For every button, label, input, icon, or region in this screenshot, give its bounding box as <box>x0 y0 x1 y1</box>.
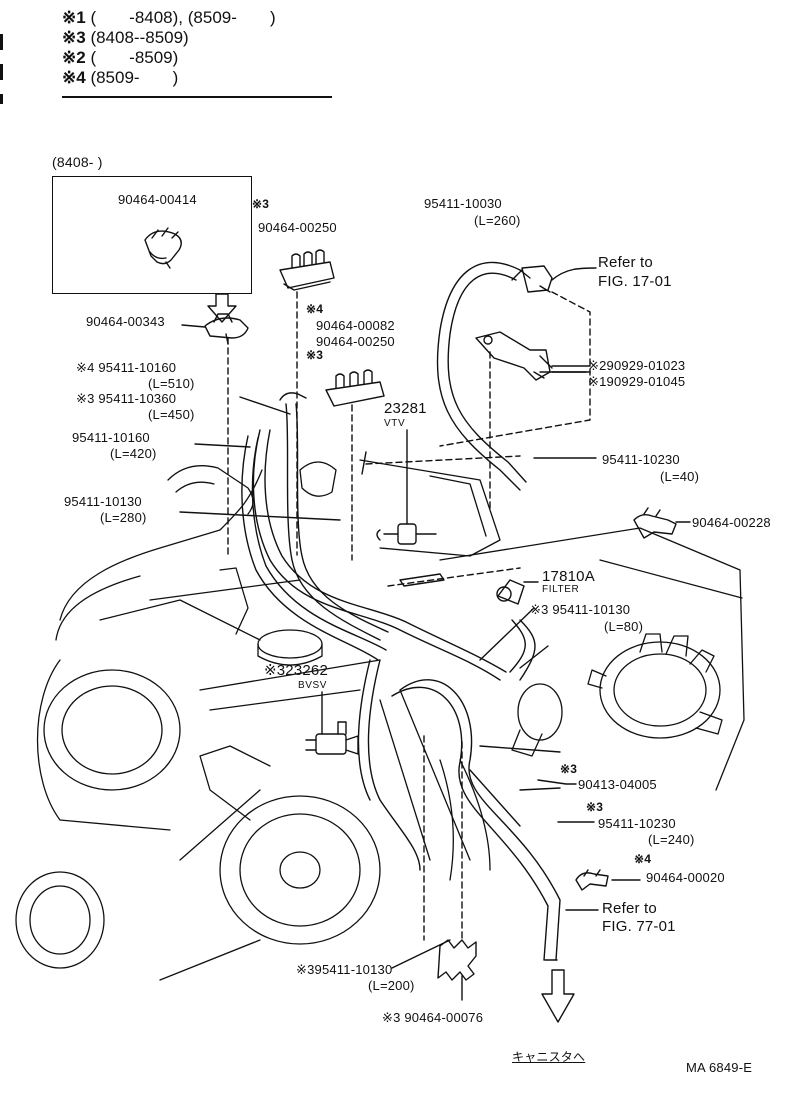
inset-box <box>52 176 252 294</box>
length-l510: (L=510) <box>148 376 195 391</box>
label-90413-04005: 90413-04005 <box>578 777 657 792</box>
inset-arrow-icon <box>207 293 237 323</box>
legend-row-4: ※4 (8509- ) <box>62 68 179 87</box>
filter-name: FILTER <box>542 584 580 595</box>
label-95411-10030: 95411-10030 <box>424 196 502 211</box>
length-l450: (L=450) <box>148 407 195 422</box>
inset-date-range: (8408- ) <box>52 154 103 170</box>
legend-row-1: ※1 ( -8408), (8509- ) <box>62 8 276 27</box>
hose-95411-10230-l240 <box>391 679 561 961</box>
label-90464-00082: 90464-00082 <box>316 318 395 333</box>
inset-part-number: 90464-00414 <box>118 192 197 207</box>
applicability-legend: ※1 ( -8408), (8509- ) ※3 (8408--8509) ※2… <box>62 8 276 88</box>
label-90464-00250-top: 90464-00250 <box>258 220 337 235</box>
connector-fig17-icon <box>521 265 553 293</box>
label-90464-00228: 90464-00228 <box>692 515 771 530</box>
label-95411-10160-l420: 95411-10160 <box>72 430 150 445</box>
clamp-90464-00082-icon <box>325 369 385 407</box>
filter-part-number: 17810A <box>542 568 595 585</box>
hose-95411-10030 <box>436 261 531 491</box>
mark-4: ※4 <box>306 302 324 316</box>
vtv-valve-icon <box>376 523 437 545</box>
mark-3-mid: ※3 <box>306 348 324 362</box>
refer-fig77-label: Refer to <box>602 900 657 917</box>
bvsv-valve-icon <box>305 721 359 755</box>
bvsv-part-number: ※323262 <box>264 662 329 679</box>
clip-90464-00414-icon <box>144 227 182 269</box>
margin-mark <box>0 64 3 80</box>
engine-block-sketch <box>15 459 745 981</box>
label-90464-00076: ※3 90464-00076 <box>382 1010 484 1025</box>
label-95411-10230-l40: 95411-10230 <box>602 452 680 467</box>
clamp-90464-00250-top-icon <box>279 249 335 291</box>
length-l280: (L=280) <box>100 510 147 525</box>
label-95411-10360: ※3 95411-10360 <box>76 391 177 406</box>
mark-3-l240: ※3 <box>586 800 604 814</box>
length-l200: (L=200) <box>368 978 415 993</box>
length-l420: (L=420) <box>110 446 157 461</box>
vtv-name: VTV <box>384 418 406 429</box>
mark-3-90413: ※3 <box>560 762 578 776</box>
canister-arrow-icon <box>541 969 575 1023</box>
label-90464-00020: 90464-00020 <box>646 870 725 885</box>
figure-code: MA 6849-E <box>686 1060 753 1075</box>
label-95411-10230-l240: 95411-10230 <box>598 816 676 831</box>
leader-line <box>181 324 206 328</box>
clip-90464-00076-icon <box>437 939 477 981</box>
legend-row-2: ※2 ( -8509) <box>62 48 179 67</box>
length-l80: (L=80) <box>604 619 644 634</box>
filter-17810a-icon <box>496 579 525 605</box>
length-l260: (L=260) <box>474 213 521 228</box>
length-l240: (L=240) <box>648 832 695 847</box>
vacuum-hose-bundle <box>241 392 507 681</box>
label-95411-10130-l200: ※395411-10130 <box>296 962 393 977</box>
label-95411-10160-l510: ※4 95411-10160 <box>76 360 177 375</box>
label-95411-10130-l80: ※3 95411-10130 <box>530 602 631 617</box>
legend-row-3: ※3 (8408--8509) <box>62 28 189 47</box>
clip-90464-00228-icon <box>633 507 677 539</box>
mark-4-00020: ※4 <box>634 852 652 866</box>
label-90464-00250-mid: 90464-00250 <box>316 334 395 349</box>
bracket-290929-icon <box>475 331 553 381</box>
label-90464-00343: 90464-00343 <box>86 314 165 329</box>
clamp-90464-00343-icon <box>204 313 249 345</box>
bvsv-name: BVSV <box>298 680 328 691</box>
margin-mark <box>0 94 3 104</box>
canister-label: キャニスタへ <box>512 1050 586 1064</box>
legend-underline <box>62 96 332 98</box>
vtv-part-number: 23281 <box>384 400 427 417</box>
margin-mark <box>0 34 3 50</box>
refer-fig17-number: FIG. 17-01 <box>598 273 672 290</box>
label-190929-01045: ※190929-01045 <box>588 374 686 389</box>
refer-fig77-number: FIG. 77-01 <box>602 918 676 935</box>
label-290929-01023: ※290929-01023 <box>588 358 686 373</box>
refer-fig17-label: Refer to <box>598 254 653 271</box>
mark-3: ※3 <box>252 197 270 211</box>
length-l40: (L=40) <box>660 469 700 484</box>
label-95411-10130-l280: 95411-10130 <box>64 494 142 509</box>
clip-90464-00020-icon <box>575 869 609 891</box>
